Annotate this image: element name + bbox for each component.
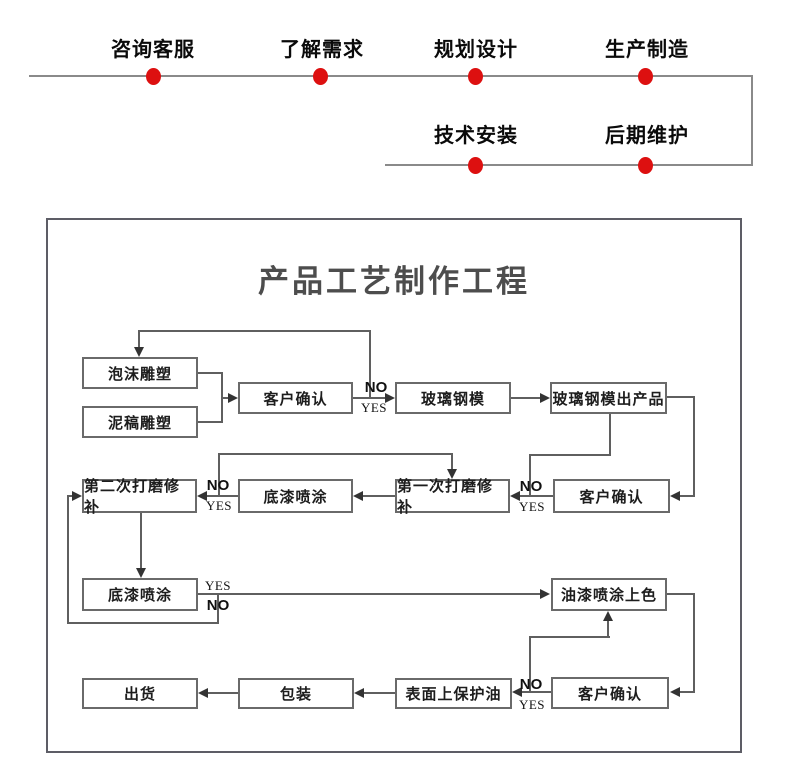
timeline-step-label: 生产制造 xyxy=(605,39,689,61)
arrowhead xyxy=(385,393,395,403)
flow-box-packaging: 包装 xyxy=(238,678,354,709)
decision-yes: YES xyxy=(518,697,546,712)
flow-box-second-sanding: 第二次打磨修补 xyxy=(82,479,197,516)
decision-no: NO xyxy=(364,379,388,396)
flow-box-customer-confirm-3: 客户确认 xyxy=(551,677,669,709)
decision-no: NO xyxy=(519,478,543,495)
decision-no: NO xyxy=(519,676,543,693)
timeline-dot xyxy=(146,68,161,85)
decision-no: NO xyxy=(206,597,230,614)
timeline-dot xyxy=(638,68,653,85)
flow-box-shipping: 出货 xyxy=(82,678,198,709)
flow-box-paint-coloring: 油漆喷涂上色 xyxy=(551,578,667,611)
timeline-connector xyxy=(751,75,753,166)
arrowhead xyxy=(353,491,363,501)
flow-box-customer-confirm-2: 客户确认 xyxy=(553,479,670,513)
arrowhead xyxy=(447,469,457,479)
flow-box-fiberglass-mold: 玻璃钢模 xyxy=(395,382,511,414)
arrowhead xyxy=(198,688,208,698)
arrowhead xyxy=(354,688,364,698)
timeline-line-2 xyxy=(385,164,753,166)
timeline-line-1 xyxy=(29,75,753,77)
arrowhead xyxy=(510,491,520,501)
timeline-dot xyxy=(313,68,328,85)
flow-box-customer-confirm-1: 客户确认 xyxy=(238,382,353,414)
arrowhead xyxy=(540,589,550,599)
decision-yes: YES xyxy=(360,400,388,415)
flow-box-first-sanding: 第一次打磨修补 xyxy=(395,479,510,516)
flow-box-foam-sculpture: 泡沫雕塑 xyxy=(82,357,198,389)
arrowhead xyxy=(197,491,207,501)
arrowhead xyxy=(540,393,550,403)
flow-box-primer-spray-1: 底漆喷涂 xyxy=(238,479,353,513)
decision-no: NO xyxy=(206,477,230,494)
timeline-step-label: 规划设计 xyxy=(434,39,518,61)
timeline-dot xyxy=(468,157,483,174)
arrowhead xyxy=(512,687,522,697)
decision-yes: YES xyxy=(205,498,233,513)
arrowhead xyxy=(670,687,680,697)
timeline-dot xyxy=(638,157,653,174)
flow-box-primer-spray-2: 底漆喷涂 xyxy=(82,578,198,611)
arrowhead xyxy=(134,347,144,357)
flow-box-clay-sculpture: 泥稿雕塑 xyxy=(82,406,198,438)
arrowhead xyxy=(670,491,680,501)
flow-box-mold-output: 玻璃钢模出产品 xyxy=(550,382,667,414)
decision-yes: YES xyxy=(518,499,546,514)
flowchart-title: 产品工艺制作工程 xyxy=(258,264,530,299)
arrowhead xyxy=(603,611,613,621)
arrowhead xyxy=(72,491,82,501)
timeline-step-label: 咨询客服 xyxy=(111,39,195,61)
arrowhead xyxy=(136,568,146,578)
timeline-step-label: 后期维护 xyxy=(605,125,689,147)
flow-box-protective-oil: 表面上保护油 xyxy=(395,678,512,709)
timeline-dot xyxy=(468,68,483,85)
arrowhead xyxy=(228,393,238,403)
decision-yes: YES xyxy=(204,578,232,593)
timeline-step-label: 了解需求 xyxy=(280,39,364,61)
timeline-step-label: 技术安装 xyxy=(434,125,518,147)
